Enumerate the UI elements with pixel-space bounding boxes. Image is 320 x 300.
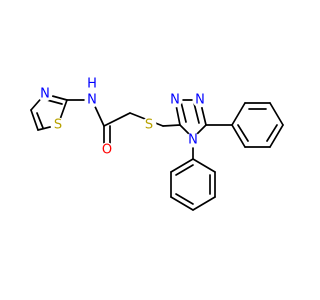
amide-hydrogen-label: H [87,77,97,92]
bond-carbonyl-CH2 [103,112,131,127]
bond-phenylB-double-b [175,193,194,205]
bond-phenylB-1-2 [170,158,194,173]
bond-S-triazoleC3 [162,124,181,127]
thiazole-sulfur-label: S [54,118,62,133]
bond-triazole-C3-N2-double [180,101,187,123]
bond-phenylB-double-a [175,164,194,176]
bond-thiazole-C2-N-double [46,99,63,105]
triazole-n4-label: N [188,133,198,148]
bond-layer [30,93,284,211]
thiazole-nitrogen-label: N [40,87,50,102]
bond-thiazole-C4-C5-double [36,112,44,129]
bond-triazole-N1-C5-double [193,102,200,124]
bond-phenylA-double-c [237,124,249,142]
triazole-n1-label: N [195,93,205,108]
bond-thiazole-C4-C5 [30,109,39,131]
bond-phenylA-double-b [266,124,278,142]
triazole-n2-label: N [170,93,180,108]
bond-phenylB-3-4 [170,196,194,211]
bond-phenylA-6-1 [231,124,246,148]
carbonyl-oxygen-label: O [102,143,112,158]
structure-diagram: N S N H O S N N N [30,77,284,211]
bond-phenylA-3-4 [269,102,284,126]
bond-phenylA-4-5 [269,124,284,148]
amide-nitrogen-label: N [87,93,97,108]
atom-label-layer: N S N H O S N N N [37,77,208,158]
bond-phenylA-1-2 [231,102,246,126]
bond-phenylB-6-1 [192,158,216,173]
molecule-canvas: N S N H O S N N N [30,76,284,211]
bond-phenylB-4-5 [192,196,216,211]
thioether-sulfur-label: S [145,118,153,133]
